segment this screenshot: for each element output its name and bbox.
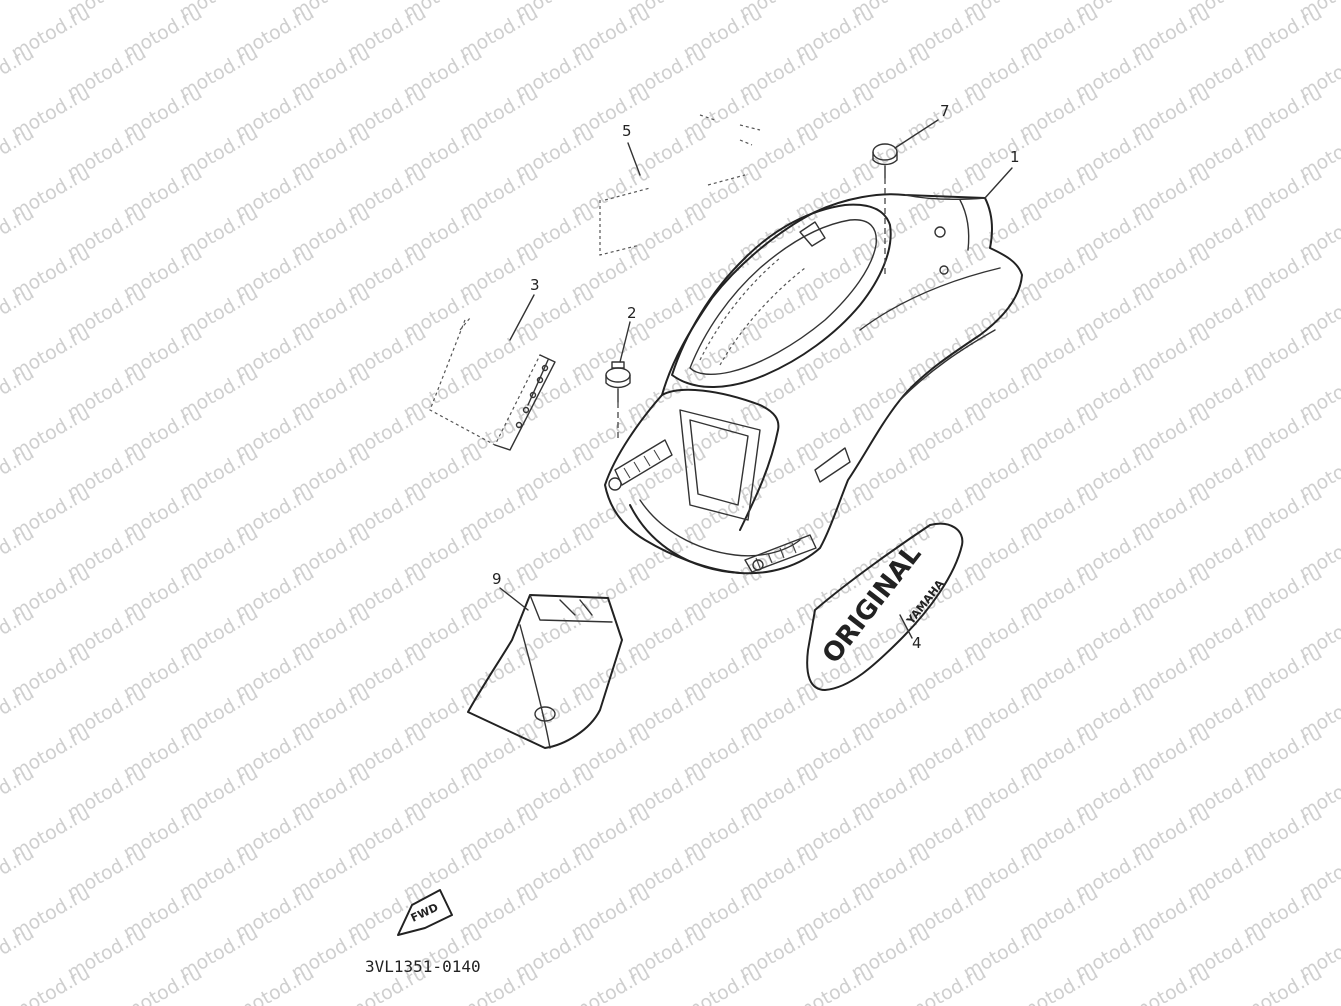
watermark-text: motod.ru xyxy=(120,962,206,1006)
callout-5: 5 xyxy=(622,122,641,176)
watermark-text: motod.ru xyxy=(0,362,38,425)
front-cover-part xyxy=(604,193,1023,575)
svg-text:9: 9 xyxy=(492,570,502,588)
watermark-text: motod.ru xyxy=(0,202,38,265)
svg-text:2: 2 xyxy=(627,304,637,322)
callout-9: 9 xyxy=(492,570,529,611)
bolt-part-2 xyxy=(605,361,631,440)
watermark-text: motod.ru xyxy=(0,0,38,24)
watermark-text: motod.ru xyxy=(0,122,38,185)
watermark-text: motod.ru xyxy=(232,962,318,1006)
svg-text:7: 7 xyxy=(940,102,950,120)
svg-text:5: 5 xyxy=(622,122,632,140)
watermark-text: motod.ru xyxy=(8,962,94,1006)
watermark-text: motod.ru xyxy=(1240,962,1326,1006)
bolt-part-7 xyxy=(872,143,898,275)
svg-text:3: 3 xyxy=(530,276,540,294)
callout-3: 3 xyxy=(509,276,540,341)
watermark-text: motod.ru xyxy=(792,962,878,1006)
watermark-text: motod.ru xyxy=(0,842,38,905)
watermark-text: motod.ru xyxy=(0,522,38,585)
callout-7: 7 xyxy=(894,102,950,149)
panel-part-5 xyxy=(599,114,761,256)
svg-text:1: 1 xyxy=(1010,148,1020,166)
watermark-text: motod.ru xyxy=(0,922,38,985)
svg-text:4: 4 xyxy=(912,634,922,652)
callout-1: 1 xyxy=(984,148,1020,199)
watermark-text: motod.ru xyxy=(0,682,38,745)
callout-4: 4 xyxy=(899,614,922,652)
callout-2: 2 xyxy=(619,304,637,363)
watermark-text: motod.ru xyxy=(0,762,38,825)
watermark-text: motod.ru xyxy=(1016,962,1102,1006)
watermark-text: motod.ru xyxy=(0,42,38,105)
watermark-text: motod.ru xyxy=(904,962,990,1006)
lower-cover-part-9 xyxy=(467,594,623,749)
watermark-text: motod.ru xyxy=(680,962,766,1006)
diagram-code: 3VL1351-0140 xyxy=(365,957,481,976)
watermark-text: motod.ru xyxy=(1128,962,1214,1006)
watermark-text: motod.ru xyxy=(0,282,38,345)
watermark-text: motod.ru xyxy=(0,602,38,665)
watermark-text: motod.ru xyxy=(0,442,38,505)
strip-part-3 xyxy=(429,317,556,451)
watermark-text: motod.ru xyxy=(568,962,654,1006)
